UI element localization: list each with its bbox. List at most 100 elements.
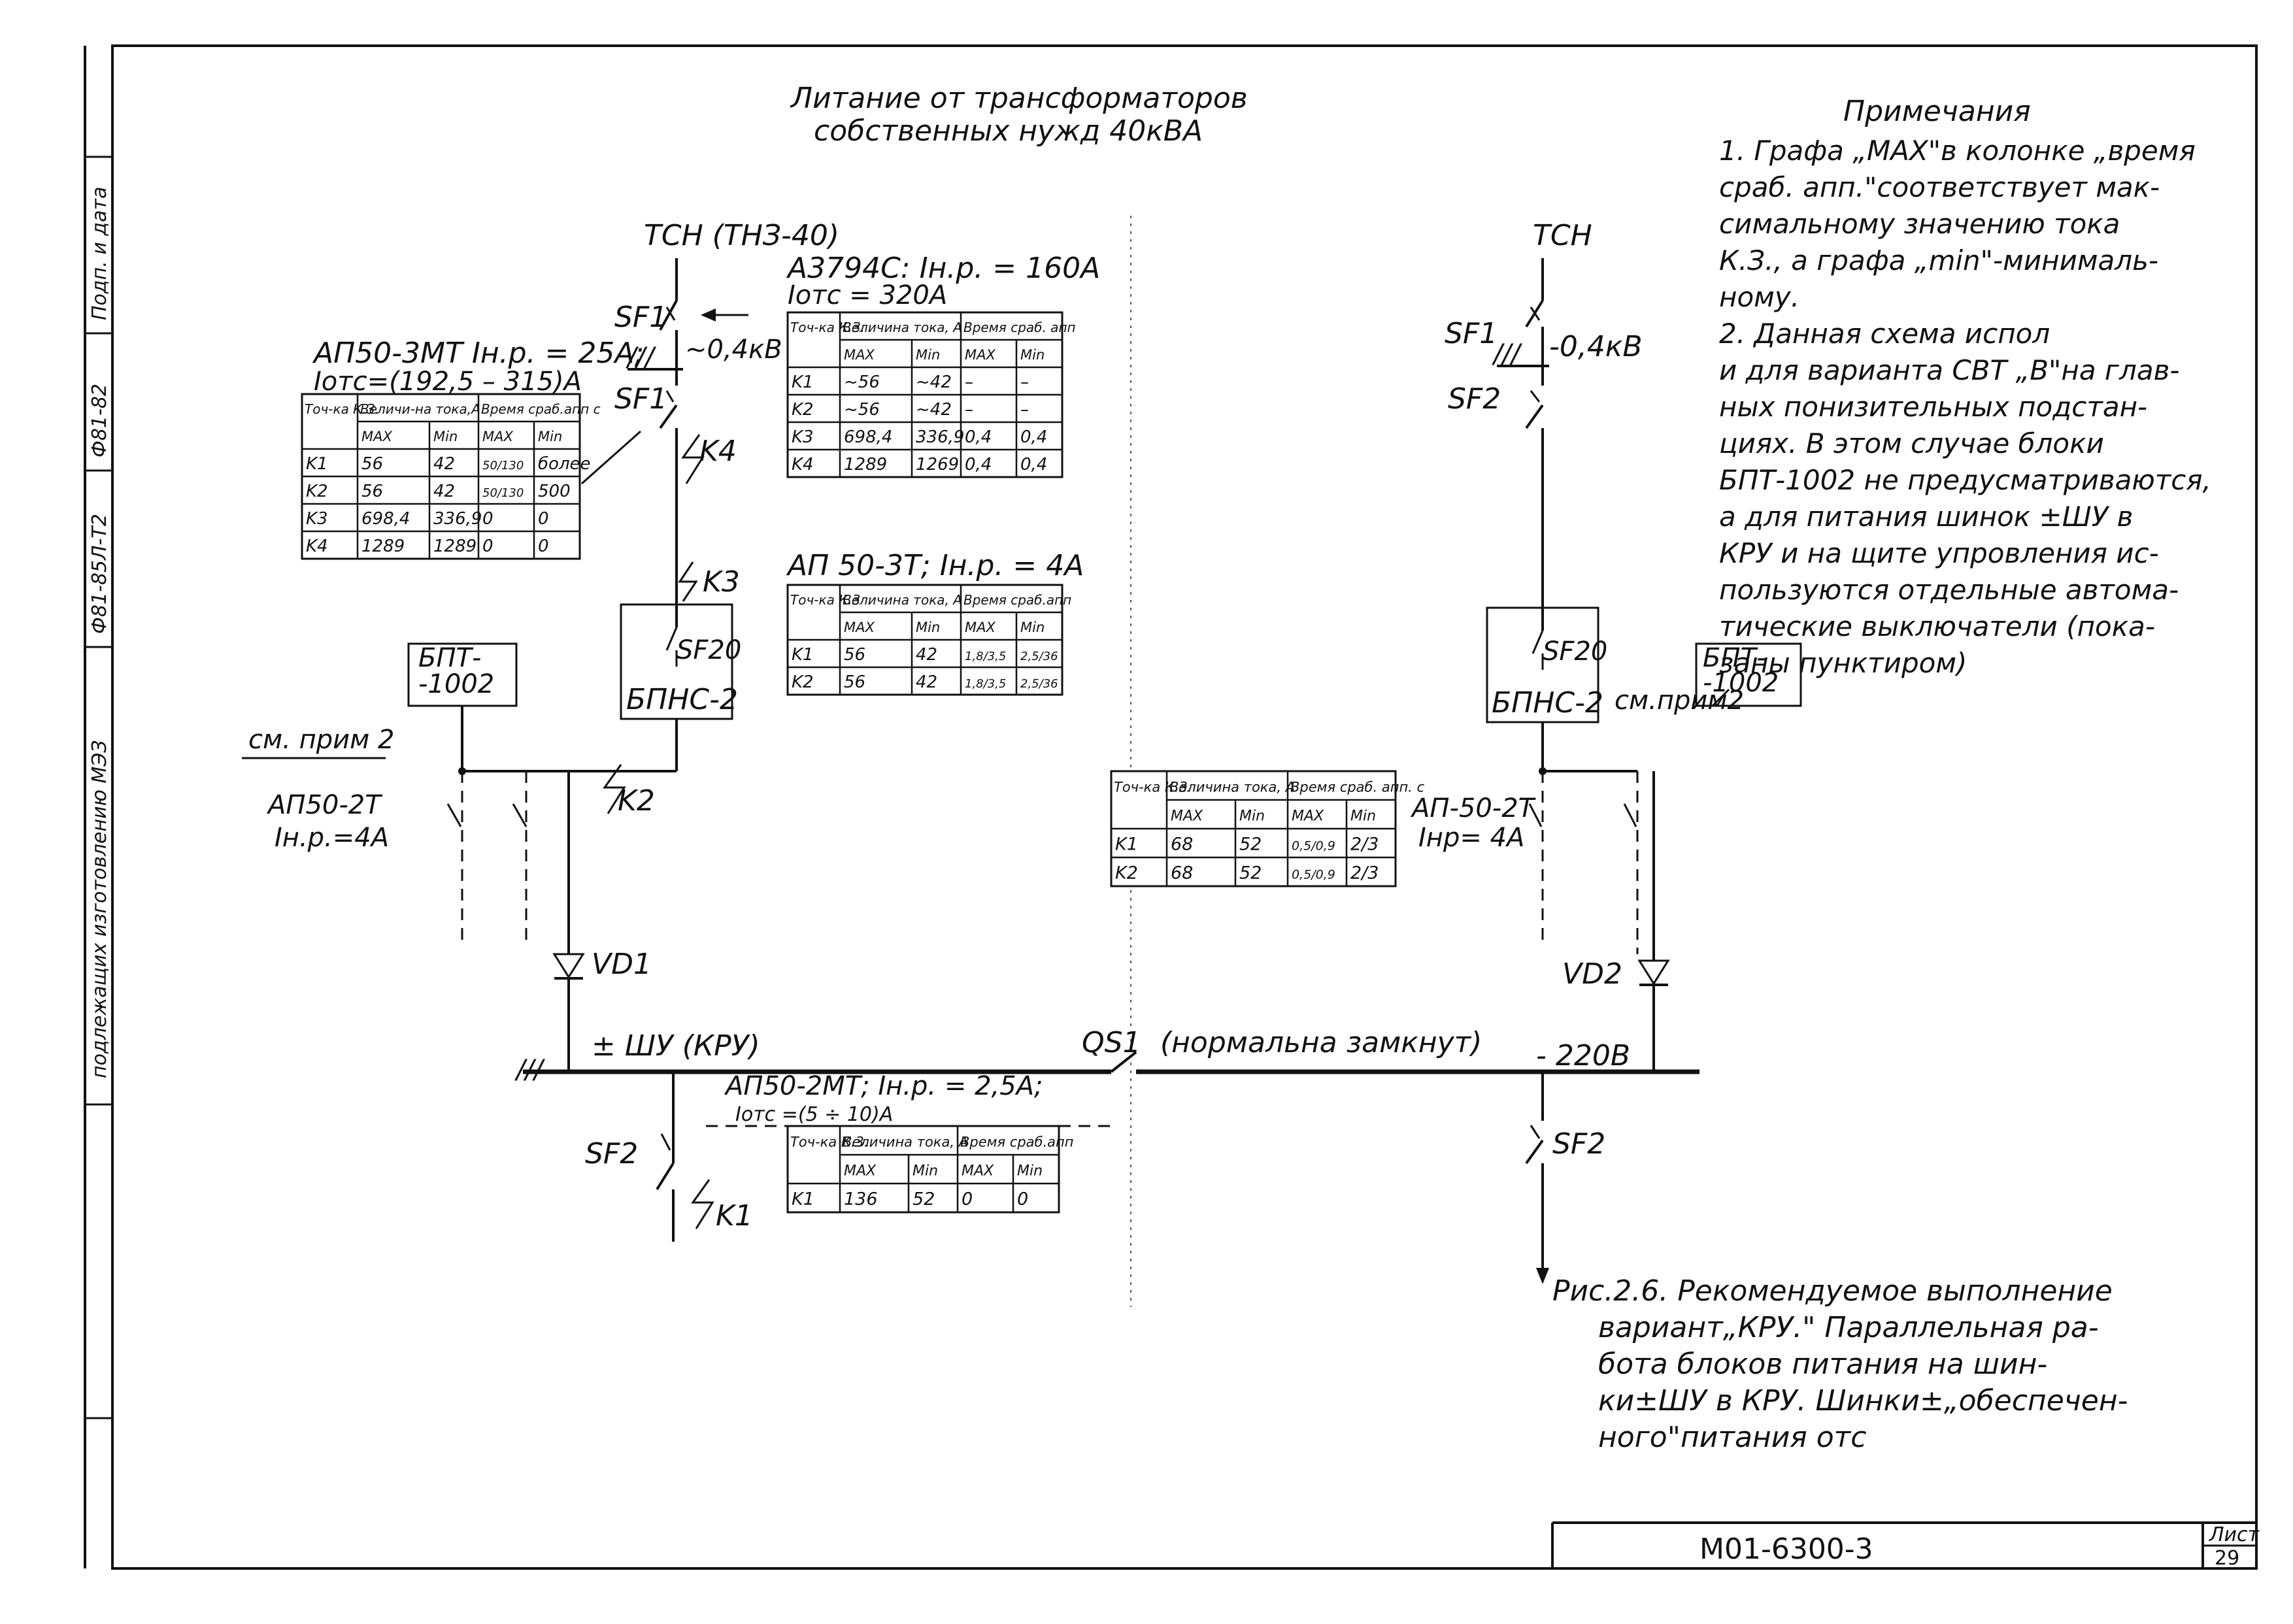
- right-sf1-label: SF1: [1445, 317, 1498, 350]
- t2-cell: 56: [361, 482, 383, 501]
- t1-cell: 1269: [916, 455, 959, 474]
- caption-lines-line: Рис.2.6. Рекомендуемое выполнение: [1552, 1274, 2113, 1308]
- header-line-1: Литание от трансформаторов: [790, 82, 1248, 115]
- t2-cell: 42: [433, 482, 455, 501]
- t1-subheader: Min: [1020, 347, 1045, 363]
- t1-subheader: Min: [916, 347, 940, 363]
- t5-subheader: Min: [1017, 1163, 1043, 1180]
- t1-cell: –: [965, 373, 973, 392]
- t3-header: Точ-ка К.3: [790, 592, 860, 608]
- left-sf20-label: SF20: [677, 635, 741, 665]
- t3-cell: 56: [844, 672, 865, 692]
- notes-block: Примечания 1. Графа „MAX"в колонке „врем…: [1719, 95, 2211, 679]
- t3-cell: K2: [792, 672, 814, 692]
- t4-cell: 52: [1239, 835, 1262, 855]
- vd1-label: VD1: [592, 948, 652, 981]
- t5-cell: 0: [962, 1189, 973, 1210]
- svg-text:///: ///: [514, 1055, 546, 1085]
- right-bpt-line2: -1002: [1703, 668, 1779, 698]
- t1-subheader: MAX: [844, 347, 875, 363]
- notes-lines-line: 2. Данная схема испол: [1719, 318, 2050, 350]
- svg-text:///: ///: [626, 342, 657, 373]
- t4-cell: K1: [1115, 835, 1138, 855]
- k2-label: K2: [618, 784, 655, 818]
- left-ap-label1: АП50-2Т: [266, 790, 383, 820]
- sidebar-text-4: Подп. и дата: [88, 187, 111, 320]
- t3-header: Время сраб.апп: [963, 592, 1071, 608]
- t4-header: Величина тока, А: [1169, 780, 1295, 795]
- left-voltage-label: ~0,4кВ: [685, 335, 782, 365]
- t3-subheader: MAX: [844, 620, 875, 635]
- right-bus-voltage: - 220В: [1536, 1039, 1630, 1072]
- t5-cell: 0: [1017, 1189, 1028, 1210]
- left-sf2-label: SF2: [585, 1137, 638, 1170]
- t4-header: Время сраб. апп. с: [1290, 780, 1425, 795]
- t2-cell: 698,4: [361, 509, 410, 529]
- notes-lines-line: пользуются отдельные автома-: [1719, 574, 2179, 606]
- t1-cell: –: [965, 400, 973, 420]
- t3-cell: 1,8/3,5: [965, 650, 1006, 663]
- sheet-label: Лист: [2209, 1523, 2260, 1546]
- caption-lines-line: ного"питания отс: [1598, 1421, 1866, 1454]
- qs1-label: QS1: [1082, 1026, 1141, 1059]
- t1-cell: –: [1020, 400, 1029, 420]
- t2-cell: 50/130: [482, 486, 524, 500]
- t2-subheader: MAX: [361, 429, 392, 444]
- t2-cell: более: [538, 454, 591, 474]
- t1-cell: 0,4: [1020, 427, 1047, 447]
- t2-cell: 56: [361, 454, 383, 474]
- t4-cell: 2/3: [1350, 835, 1379, 855]
- t4-subheader: MAX: [1292, 808, 1324, 825]
- t3-label-1: АП 50-3Т; Iн.р. = 4А: [786, 549, 1084, 582]
- t2-cell: 0: [538, 509, 549, 529]
- left-sf1b-label: SF1: [614, 382, 667, 416]
- notes-lines-line: и для варианта СВТ „В"на глав-: [1719, 354, 2179, 386]
- right-sf2-bottom-label: SF2: [1552, 1127, 1605, 1161]
- t2-cell: K1: [306, 454, 328, 474]
- right-bpns-label: БПНС-2: [1492, 686, 1603, 720]
- t1-label-1: А3794С: Iн.р. = 160А: [786, 252, 1100, 285]
- caption-lines-line: вариант„КРУ." Параллельная ра-: [1598, 1311, 2099, 1344]
- t4-subheader: MAX: [1171, 808, 1203, 825]
- t3-subheader: Min: [1020, 620, 1045, 635]
- t4-cell: 52: [1239, 863, 1262, 884]
- t3-header: Величина тока, А: [843, 592, 962, 608]
- t2-cell: K4: [306, 537, 328, 556]
- svg-text:///: ///: [1492, 339, 1523, 369]
- vd2-label: VD2: [1562, 957, 1622, 991]
- right-ap-label2: Iнр= 4А: [1418, 823, 1524, 853]
- t2-cell: 0: [482, 509, 494, 529]
- sidebar-text-3: Ф81-82: [88, 384, 111, 457]
- t4-subheader: Min: [1239, 808, 1265, 825]
- t3-cell: 2,5/36: [1020, 650, 1058, 663]
- t2-cell: 500: [538, 482, 571, 501]
- t3-cell: 42: [916, 672, 937, 692]
- t2-label-2: Iотс=(192,5 – 315)А: [314, 367, 582, 397]
- t1-cell: K1: [792, 373, 814, 392]
- left-bpt-line2: -1002: [418, 669, 494, 699]
- t1-cell: 698,4: [844, 427, 892, 447]
- drawing-code: М01-6300-3: [1699, 1533, 1873, 1566]
- t2-cell: K2: [306, 482, 328, 501]
- qs1-state: (нормальна замкнут): [1160, 1026, 1482, 1059]
- t3-cell: 42: [916, 645, 937, 665]
- t4-subheader: Min: [1350, 808, 1376, 825]
- right-bpt-block: [1695, 642, 1802, 707]
- notes-lines-line: 1. Графа „MAX"в колонке „время: [1719, 135, 2196, 167]
- notes-lines-line: К.З., а графа „min"-минималь-: [1719, 244, 2158, 276]
- t2-subheader: Min: [538, 429, 562, 444]
- notes-lines-line: циях. В этом случае блоки: [1719, 427, 2104, 459]
- t4-cell: 2/3: [1350, 863, 1379, 884]
- notes-lines-line: симальному значению тока: [1719, 208, 2120, 240]
- t5-label-1: АП50-2МТ; Iн.р. = 2,5А;: [724, 1071, 1043, 1101]
- right-sf20-label: SF20: [1543, 637, 1607, 667]
- right-see-note: см.прим2: [1615, 686, 1744, 716]
- notes-lines-line: ных понизительных подстан-: [1719, 391, 2147, 423]
- t5-cell: 136: [844, 1189, 878, 1210]
- notes-lines-line: сраб. апп."соответствует мак-: [1719, 171, 2160, 203]
- t2-cell: 0: [482, 537, 494, 556]
- caption-lines-line: ки±ШУ в КРУ. Шинки±„обеспечен-: [1598, 1384, 2128, 1417]
